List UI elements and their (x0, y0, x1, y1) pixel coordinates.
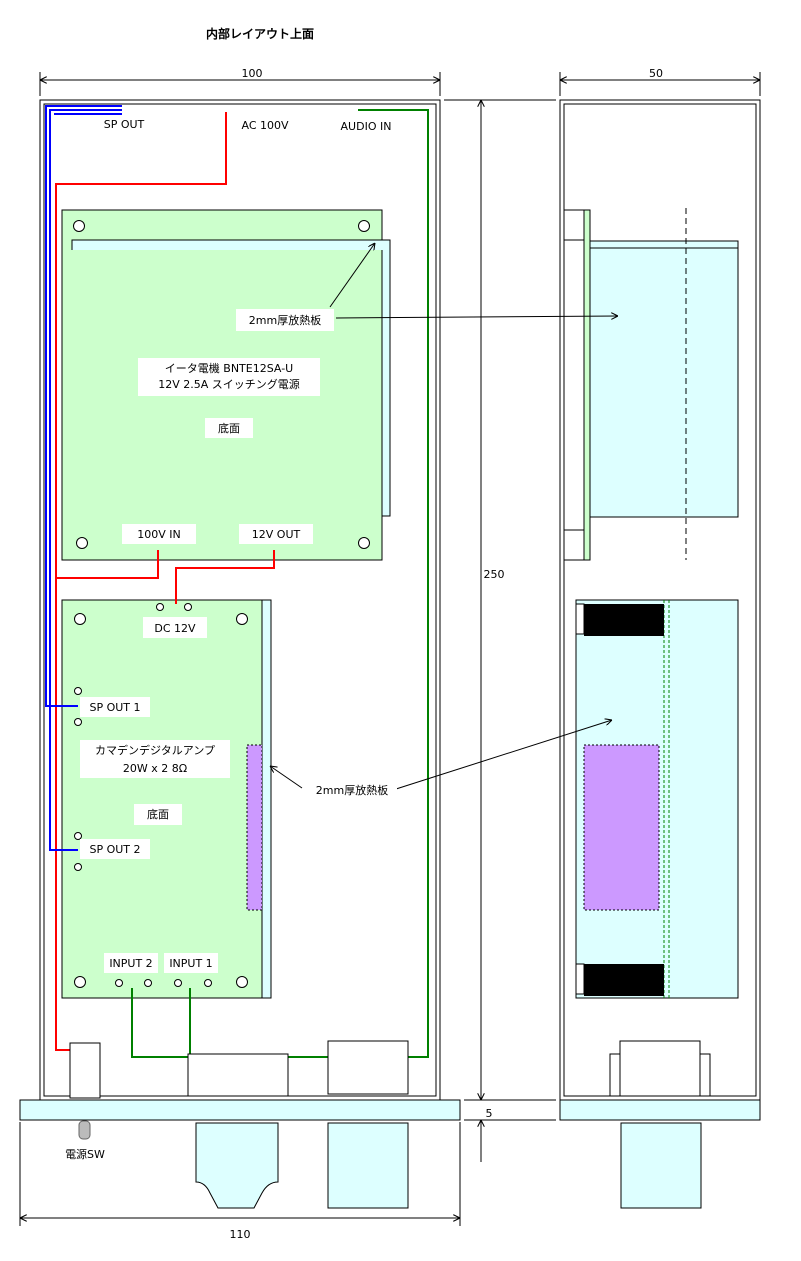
dim-bottom-width-label: 110 (230, 1228, 251, 1241)
amp-chip (246, 744, 263, 911)
power-switch-body (69, 1042, 101, 1099)
wire-sp-blue (45, 105, 122, 851)
amp-input2-label: INPUT 2 (109, 957, 152, 970)
front-jack-right (327, 1122, 409, 1209)
terminal-pad (144, 979, 152, 987)
wire-audio-green (131, 109, 429, 1058)
top-connectors (69, 1040, 409, 1099)
side-amp (575, 599, 739, 999)
mount-hole (358, 220, 370, 232)
terminal-pad (156, 603, 164, 611)
psu-name-line1: イータ電機 BNTE12SA-U (165, 361, 293, 375)
mount-hole (74, 976, 86, 988)
front-jack-left (195, 1122, 279, 1209)
dim-base-label: 5 (486, 1107, 493, 1120)
power-switch-label: 電源SW (65, 1147, 105, 1161)
sp-out-label: SP OUT (104, 118, 145, 131)
diagram-title: 内部レイアウト上面 (206, 26, 314, 41)
wire-ac-red (55, 112, 275, 1051)
psu-bottom-label: 底面 (218, 421, 240, 435)
side-psu (563, 208, 739, 561)
mount-hole (74, 613, 86, 625)
connector-block-right (327, 1040, 409, 1095)
terminal-pad (74, 718, 82, 726)
terminal-pad (74, 863, 82, 871)
mount-hole (76, 537, 88, 549)
dim-top-width-label: 100 (242, 67, 263, 80)
ac-100v-label: AC 100V (241, 119, 289, 132)
terminal-pad (204, 979, 212, 987)
dim-side-width-label: 50 (649, 67, 663, 80)
dimension-top-width (39, 72, 441, 96)
psu-12v-out-label: 12V OUT (252, 528, 301, 541)
front-panel-parts (78, 1120, 702, 1209)
base-plate (19, 1099, 761, 1121)
dimension-side-width (559, 72, 761, 96)
amp-board (61, 599, 272, 999)
psu-name-line2: 12V 2.5A スイッチング電源 (158, 377, 300, 391)
mount-hole (236, 613, 248, 625)
psu-100v-in-label: 100V IN (137, 528, 181, 541)
terminal-pad (174, 979, 182, 987)
amp-input1-label: INPUT 1 (169, 957, 212, 970)
mount-hole (358, 537, 370, 549)
terminal-pad (74, 687, 82, 695)
amp-name-line2: 20W x 2 8Ω (123, 762, 187, 775)
amp-name-line1: カマデンデジタルアンプ (95, 743, 215, 757)
terminal-pad (115, 979, 123, 987)
side-front-jack (620, 1122, 702, 1209)
side-connector (609, 1040, 711, 1097)
dimension-bottom-width (19, 1122, 461, 1226)
amp-bottom-label: 底面 (147, 807, 169, 821)
terminal-pad (184, 603, 192, 611)
dim-height-label: 250 (484, 568, 505, 581)
power-switch-toggle (78, 1120, 91, 1140)
audio-in-label: AUDIO IN (341, 120, 392, 133)
heatsink-label-2: 2mm厚放熱板 (316, 783, 388, 797)
terminal-pad (74, 832, 82, 840)
amp-spout1-label: SP OUT 1 (89, 701, 140, 714)
mount-hole (236, 976, 248, 988)
mount-hole (73, 220, 85, 232)
dimension-height (444, 99, 556, 1162)
callout-arrows (270, 243, 618, 790)
heatsink-label-1: 2mm厚放熱板 (249, 313, 321, 327)
amp-spout2-label: SP OUT 2 (89, 843, 140, 856)
amp-dc12v-label: DC 12V (154, 622, 196, 635)
amp-heatsink-plate (261, 599, 272, 999)
connector-block-left (187, 1053, 289, 1097)
side-base-plate (559, 1099, 761, 1121)
